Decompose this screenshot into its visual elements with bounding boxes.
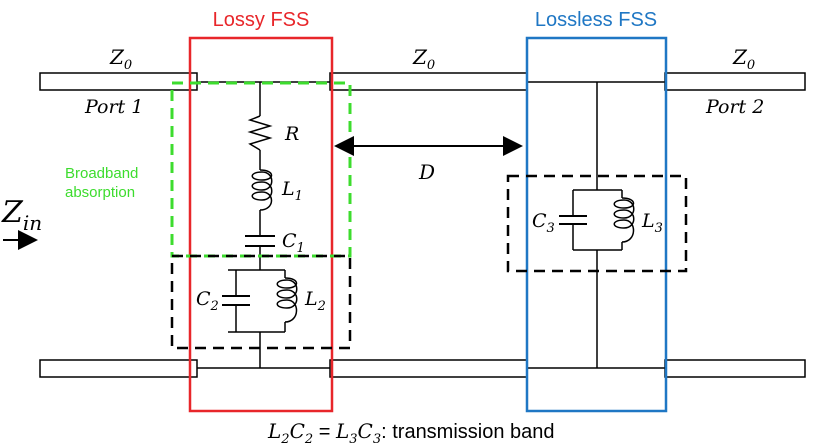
- lossless-fss-label: Lossless FSS: [535, 9, 657, 31]
- z0-label-mid: Z0: [412, 45, 435, 73]
- resistor-r: [247, 115, 273, 151]
- distance-label: D: [418, 160, 435, 184]
- l3-label: L3: [641, 210, 663, 236]
- bottom-line-right: [664, 359, 806, 378]
- l1-label: L1: [281, 178, 303, 204]
- z0-label-right: Z0: [732, 45, 755, 73]
- lossy-fss-label: Lossy FSS: [213, 9, 310, 31]
- top-line-right: [664, 72, 806, 91]
- broadband-absorption-label: Broadband: [65, 165, 138, 182]
- lossless-fss-box: [525, 36, 668, 413]
- c3-label: C3: [532, 210, 555, 236]
- c2-label: C2: [196, 288, 219, 314]
- inductor-l1: [251, 169, 273, 211]
- bottom-line-mid: [329, 359, 528, 378]
- lc-resonator-box-2: [506, 174, 688, 273]
- transmission-band-caption: L2C2 = L3C3: transmission band: [267, 419, 555, 447]
- c1-label: C1: [282, 230, 305, 256]
- zin-label: Zin: [1, 195, 42, 235]
- capacitor-c3: [559, 215, 587, 225]
- z0-label-left: Z0: [109, 45, 132, 73]
- broadband-absorption-label-2: absorption: [65, 184, 135, 201]
- broadband-absorption-box: [170, 81, 352, 258]
- top-transmission-line: [39, 72, 806, 91]
- lossless-branch-wires: [527, 81, 665, 369]
- bottom-line-left: [39, 359, 198, 378]
- inductor-l2: [276, 277, 298, 323]
- r-label: R: [284, 123, 299, 145]
- top-line-mid: [329, 72, 528, 91]
- capacitor-c2: [222, 295, 250, 306]
- capacitor-c1: [245, 235, 275, 247]
- lossy-branch-wires: [197, 81, 330, 369]
- port-1-label: Port 1: [84, 96, 143, 118]
- bottom-transmission-line: [39, 359, 806, 378]
- inductor-l3: [613, 197, 635, 243]
- lc-resonator-box-1: [170, 254, 352, 350]
- l2-label: L2: [304, 288, 326, 314]
- lossy-fss-box: [188, 36, 334, 413]
- port-2-label: Port 2: [705, 96, 764, 118]
